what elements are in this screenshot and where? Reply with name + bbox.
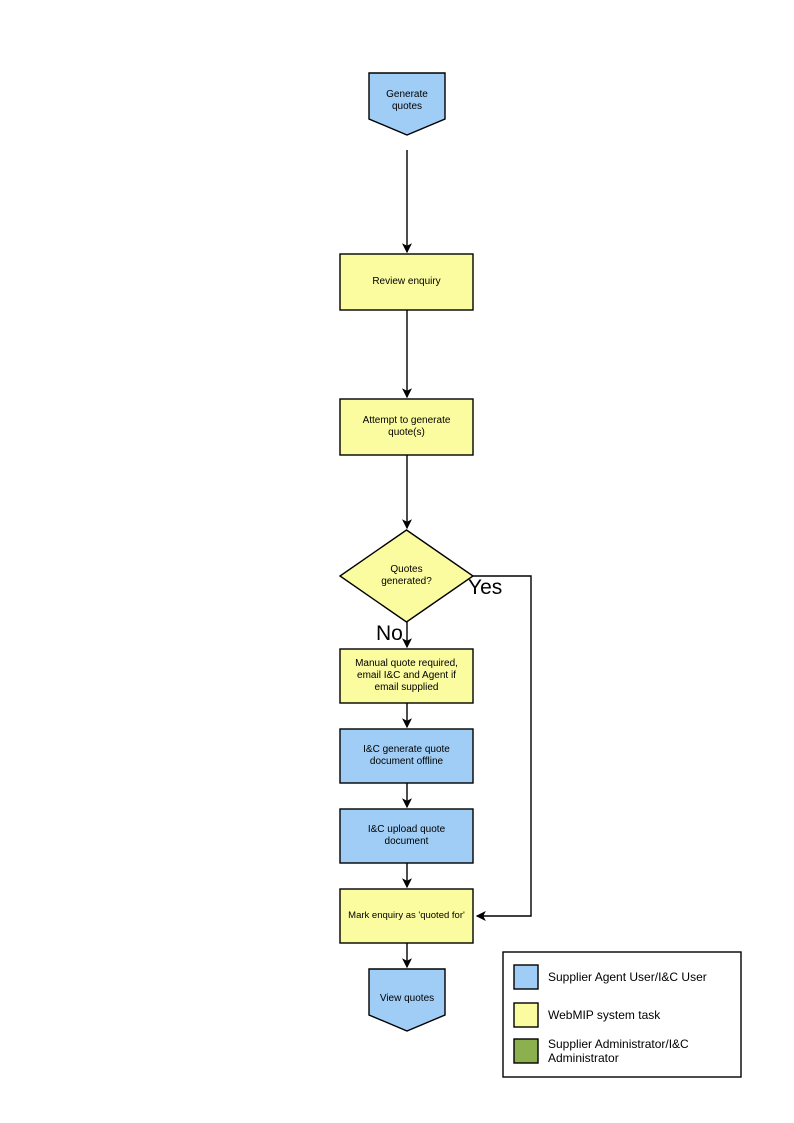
legend-graphics [502, 951, 742, 1078]
legend-label-admin: Supplier Administrator/I&C Administrator [548, 1037, 689, 1065]
legend-swatch-user [513, 964, 539, 990]
node-ic-generate-shape[interactable] [339, 728, 474, 784]
edge-label-no: No [376, 622, 403, 645]
node-generate-quotes-shape[interactable] [368, 72, 446, 136]
legend-swatch-admin [513, 1038, 539, 1064]
legend-swatch-system [513, 1002, 539, 1028]
legend-frame [502, 951, 742, 1078]
node-ic-upload-shape[interactable] [339, 808, 474, 864]
node-attempt-generate-shape[interactable] [339, 398, 474, 456]
legend-label-user: Supplier Agent User/I&C User [548, 970, 707, 984]
node-manual-quote-shape[interactable] [339, 648, 474, 704]
edge-label-yes: Yes [468, 576, 503, 599]
node-shapes [338, 72, 475, 1032]
edge-decision-yes-to-mark [473, 575, 532, 922]
legend-label-system: WebMIP system task [548, 1008, 661, 1022]
connectors [401, 150, 532, 969]
node-quotes-generated-shape[interactable] [338, 529, 475, 623]
node-mark-enquiry-shape[interactable] [339, 888, 474, 944]
node-review-enquiry-shape[interactable] [339, 253, 474, 311]
node-view-quotes-shape[interactable] [368, 968, 446, 1032]
